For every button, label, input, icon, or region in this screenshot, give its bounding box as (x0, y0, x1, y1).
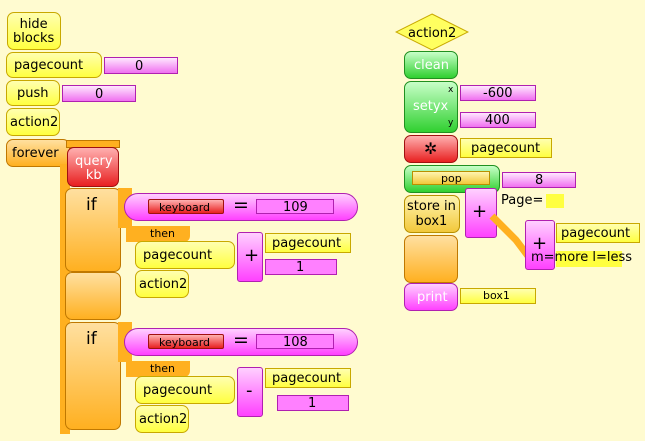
pagecount-label: pagecount (143, 383, 213, 398)
pagecount-value-slot[interactable]: 0 (104, 57, 178, 74)
y-value: 400 (485, 113, 510, 128)
if-1-then-bar: then (126, 226, 190, 242)
pagecount-label: pagecount (143, 248, 213, 263)
pagecount-label: pagecount (272, 371, 342, 386)
x-value-slot[interactable]: -600 (460, 85, 536, 101)
then-label-2: then (150, 362, 176, 375)
pagecount-label: pagecount (272, 236, 342, 251)
if-label-1: if (86, 195, 97, 215)
forever-label: forever (12, 146, 59, 161)
action2-call-block-3[interactable]: action2 (135, 405, 189, 433)
connector-link (489, 213, 531, 259)
equals-sign-2: = (233, 329, 249, 351)
concat-plus-operator[interactable]: + (465, 188, 497, 238)
push-block[interactable]: push (6, 80, 60, 106)
store-in-label: store in box1 (407, 199, 456, 229)
pagecount-value: 0 (135, 59, 144, 74)
if-block-1[interactable]: if (65, 188, 121, 272)
action2-label: action2 (139, 277, 188, 292)
one-slot-2[interactable]: 1 (277, 395, 349, 411)
empty-orange-block[interactable] (404, 235, 458, 283)
y-param-label: y (448, 118, 454, 128)
hat-label: action2 (408, 26, 457, 41)
page-equals-text: Page= (501, 193, 544, 208)
keyboard-label-2: keyboard (159, 336, 211, 349)
pop-label: pop (441, 172, 462, 185)
hide-blocks-label: hide blocks (13, 17, 55, 47)
y-value-slot[interactable]: 400 (460, 112, 536, 128)
clean-label: clean (414, 58, 449, 73)
clean-block[interactable]: clean (404, 51, 458, 79)
pop-value-slot[interactable]: 8 (502, 172, 576, 188)
box1-label: box1 (483, 289, 510, 302)
gear-icon: ✲ (424, 139, 438, 158)
empty-slot-block[interactable] (65, 272, 121, 320)
print-block[interactable]: print (404, 283, 458, 311)
push-label: push (17, 86, 49, 101)
nested-plus-operator[interactable]: + (525, 220, 555, 270)
hide-blocks-block[interactable]: hide blocks (7, 12, 61, 50)
minus-operator[interactable]: - (237, 367, 263, 417)
if-label-2: if (86, 329, 97, 349)
pagecount-label: pagecount (561, 226, 631, 241)
keyboard-reporter-1[interactable]: keyboard (148, 199, 224, 214)
hint-text: m=more l=less (531, 250, 633, 265)
pagecount-setter-minus[interactable]: pagecount (135, 376, 235, 404)
setyx-label: setyx (413, 99, 449, 114)
plus-sign: + (532, 233, 548, 254)
query-kb-block[interactable]: query kb (67, 147, 119, 187)
store-in-block[interactable]: store in box1 (404, 195, 460, 233)
pagecount-label: pagecount (471, 141, 541, 156)
then-label-1: then (150, 227, 176, 240)
keyboard-reporter-2[interactable]: keyboard (148, 334, 224, 349)
pagecount-reporter-nested[interactable]: pagecount (556, 223, 640, 243)
if-block-2[interactable]: if (65, 322, 121, 430)
box1-reporter[interactable]: box1 (460, 288, 536, 304)
pagecount-reporter-2[interactable]: pagecount (265, 368, 351, 388)
plus-operator[interactable]: + (237, 232, 263, 282)
one-value: 1 (296, 260, 305, 275)
query-kb-label: query kb (75, 154, 113, 184)
pagecount-reporter[interactable]: pagecount (265, 233, 351, 253)
action2-call-block[interactable]: action2 (6, 108, 60, 136)
key-code-slot-2[interactable]: 108 (256, 334, 334, 349)
one-slot[interactable]: 1 (265, 259, 337, 275)
setyx-block[interactable]: setyx x y (404, 81, 458, 133)
action2-call-block-2[interactable]: action2 (135, 270, 189, 298)
x-value: -600 (483, 86, 513, 101)
push-value-slot[interactable]: 0 (62, 85, 136, 102)
key-code-1: 109 (283, 200, 308, 215)
action2-hat-block[interactable] (395, 13, 469, 51)
print-label: print (417, 290, 448, 305)
action2-label: action2 (139, 412, 188, 427)
keyboard-label-1: keyboard (159, 201, 211, 214)
page-text-slot[interactable] (546, 194, 564, 208)
if-2-then-bar: then (126, 361, 190, 377)
plus-sign: + (244, 245, 260, 266)
forever-block[interactable]: forever (6, 139, 70, 167)
settings-block[interactable]: ✲ (404, 135, 458, 163)
push-value: 0 (95, 87, 104, 102)
plus-sign: + (472, 201, 488, 222)
pagecount-label: pagecount (14, 58, 84, 73)
pagecount-setter-plus[interactable]: pagecount (135, 241, 235, 269)
equals-sign-1: = (233, 194, 249, 216)
pop-reporter[interactable]: pop (412, 171, 490, 185)
x-param-label: x (448, 85, 454, 95)
hint-slot-background (556, 251, 622, 267)
key-code-2: 108 (283, 335, 308, 350)
action2-label: action2 (10, 115, 59, 130)
key-code-slot-1[interactable]: 109 (256, 199, 334, 214)
pop-value: 8 (535, 173, 544, 188)
pagecount-reporter-right[interactable]: pagecount (460, 138, 552, 158)
pagecount-setter-block[interactable]: pagecount (6, 52, 102, 78)
minus-sign: - (246, 380, 253, 401)
one-value: 1 (308, 396, 317, 411)
